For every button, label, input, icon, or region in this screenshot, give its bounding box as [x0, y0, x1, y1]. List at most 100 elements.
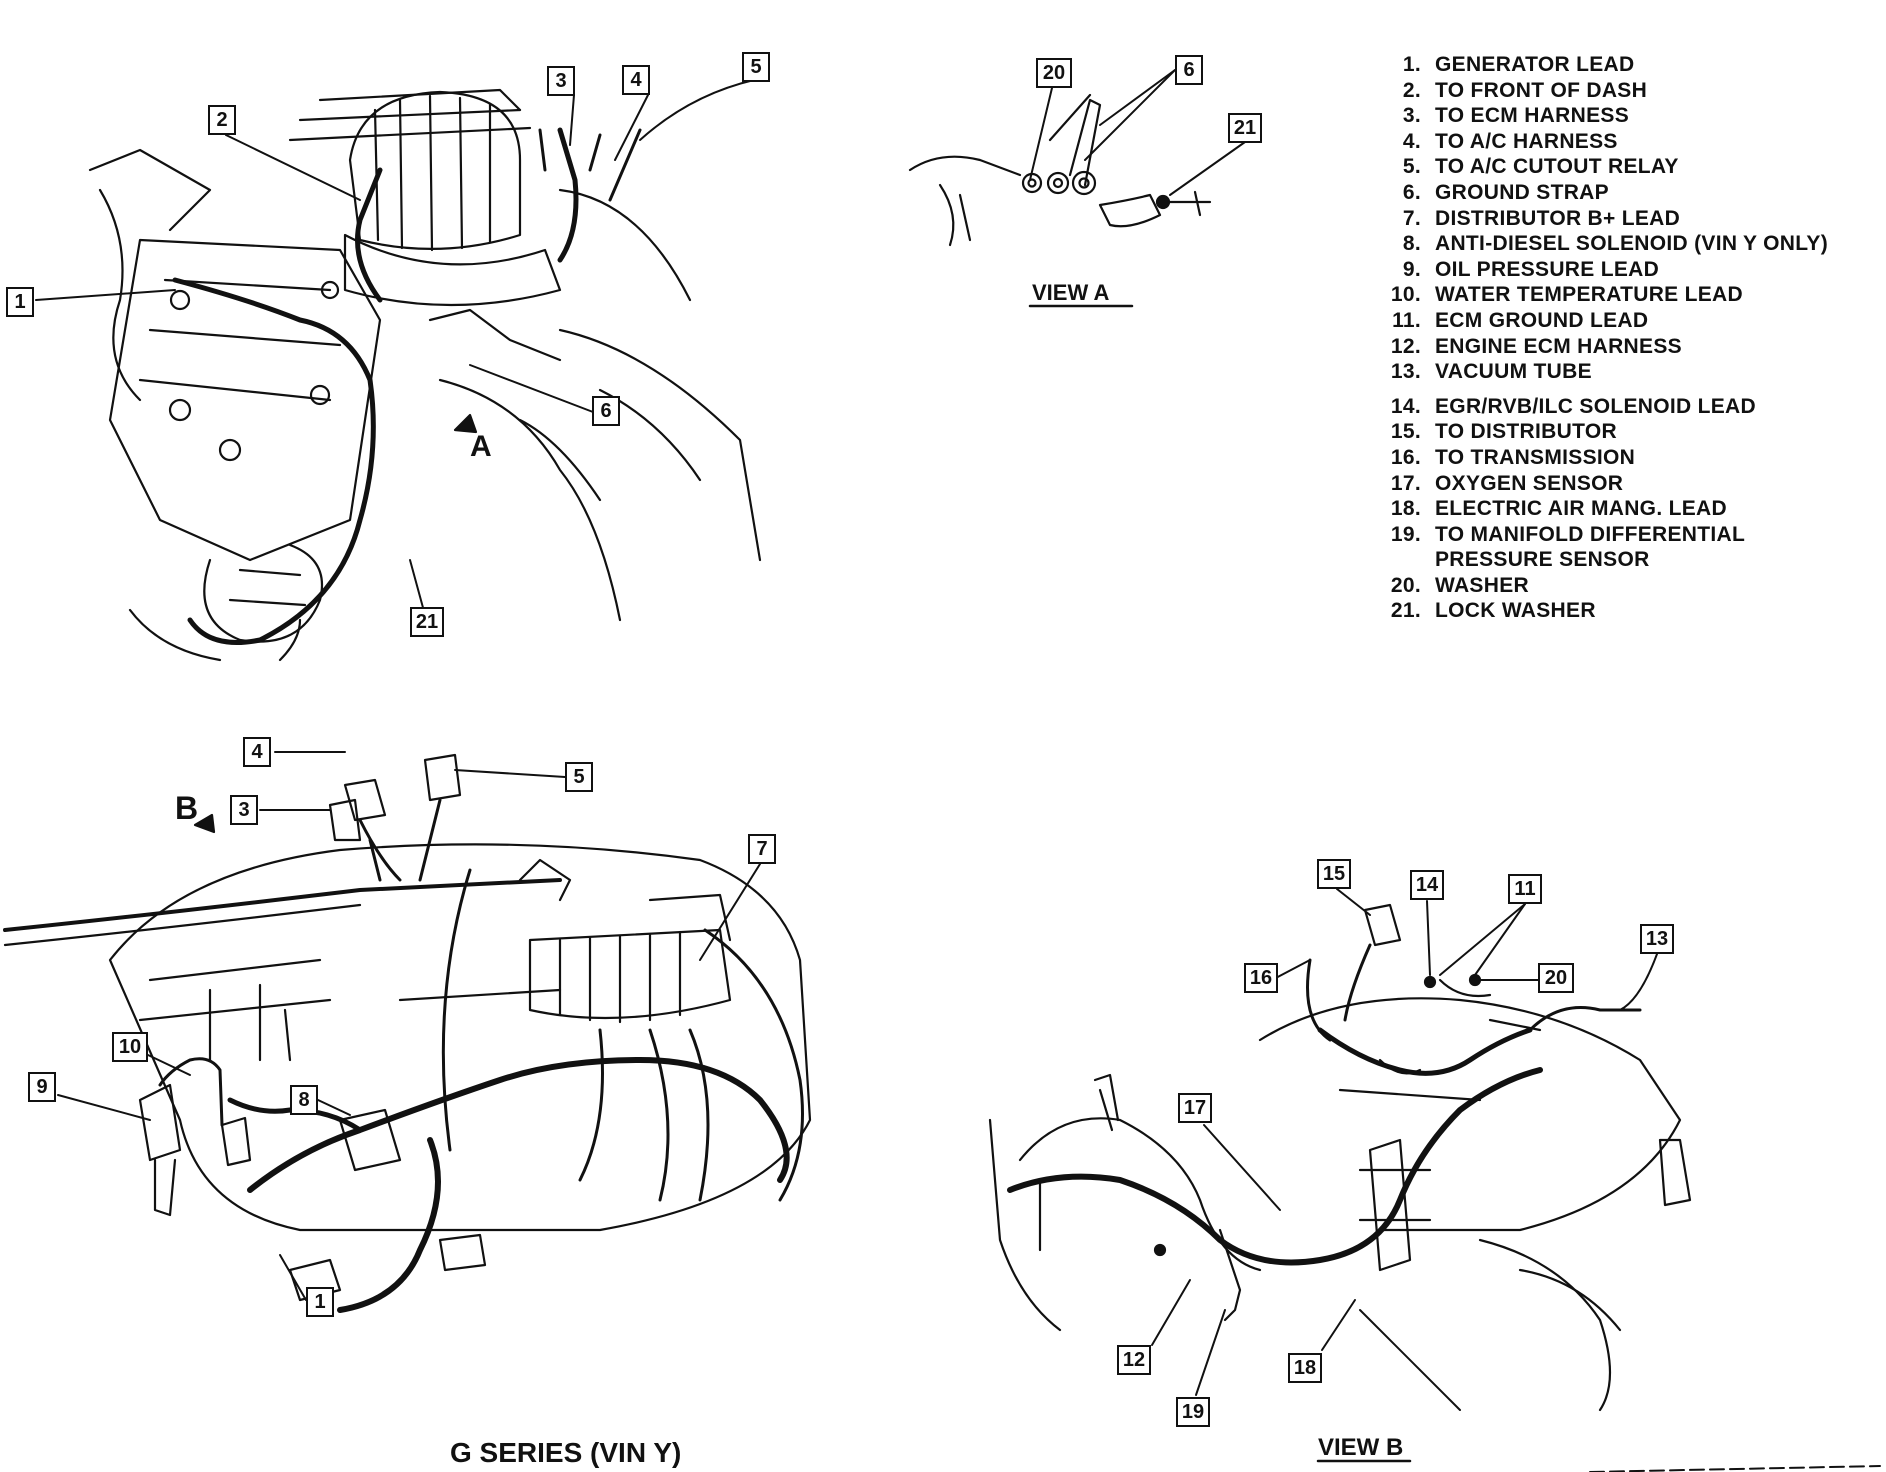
legend-item-label: ELECTRIC AIR MANG. LEAD — [1435, 497, 1727, 521]
callout-21: 21 — [410, 607, 444, 637]
callout-20: 20 — [1036, 58, 1072, 88]
callout-15: 15 — [1317, 859, 1351, 889]
legend-item-number: 18. — [1390, 497, 1421, 521]
legend-item-label: ANTI-DIESEL SOLENOID (VIN Y ONLY) — [1435, 232, 1829, 256]
legend-item-label: TO TRANSMISSION — [1435, 445, 1636, 469]
callout-21: 21 — [1228, 113, 1262, 143]
legend-item: 18. ELECTRIC AIR MANG. LEAD — [1385, 496, 1875, 522]
corner-scan-marks — [1589, 1465, 1881, 1472]
callout-13: 13 — [1640, 924, 1674, 954]
top-engine-drawing — [88, 88, 762, 662]
legend-item: 16. TO TRANSMISSION — [1385, 445, 1875, 471]
legend-item-number: 14. — [1390, 394, 1421, 418]
legend-item: 11. ECM GROUND LEAD — [1385, 308, 1875, 334]
legend-item-label: ECM GROUND LEAD — [1435, 308, 1649, 332]
legend-item-number: 16. — [1390, 445, 1421, 469]
callout-4: 4 — [243, 737, 271, 767]
legend-item-label: DISTRIBUTOR B+ LEAD — [1435, 206, 1681, 230]
legend-item-number: 6. — [1402, 180, 1421, 204]
legend-item-label: WASHER — [1435, 573, 1529, 597]
g-series-caption: G SERIES (VIN Y) — [450, 1437, 682, 1468]
view-a-leaders — [1029, 69, 1246, 196]
legend-item-number: 7. — [1402, 206, 1421, 230]
legend-item-label: LOCK WASHER — [1435, 599, 1596, 623]
legend-item-number: 9. — [1402, 257, 1421, 281]
legend-item-number: 15. — [1390, 420, 1421, 444]
legend-item-label: TO MANIFOLD DIFFERENTIAL — [1435, 522, 1746, 546]
legend-item-label: VACUUM TUBE — [1435, 360, 1592, 384]
callout-6: 6 — [592, 396, 620, 426]
legend-item-continuation: PRESSURE SENSOR — [1435, 548, 1650, 572]
callout-9: 9 — [28, 1072, 56, 1102]
legend-item-label: OXYGEN SENSOR — [1435, 471, 1624, 495]
legend-item: 1.GENERATOR LEAD — [1385, 52, 1875, 78]
legend-item-label: TO DISTRIBUTOR — [1435, 420, 1617, 444]
legend-item-label: ENGINE ECM HARNESS — [1435, 334, 1682, 358]
legend-item-label: OIL PRESSURE LEAD — [1435, 257, 1660, 281]
legend-item-number: 21. — [1390, 599, 1421, 623]
legend-item-number: 11. — [1392, 308, 1421, 332]
callout-6: 6 — [1175, 55, 1203, 85]
legend-item: 13. VACUUM TUBE — [1385, 359, 1875, 385]
legend-gap — [1385, 385, 1875, 394]
legend-item: 15. TO DISTRIBUTOR — [1385, 419, 1875, 445]
legend-item-number: 4. — [1402, 129, 1421, 153]
legend-item: 2. TO FRONT OF DASH — [1385, 78, 1875, 104]
callout-16: 16 — [1244, 963, 1278, 993]
legend-item-number: 10. — [1390, 283, 1421, 307]
legend-item-label: GENERATOR LEAD — [1435, 53, 1635, 76]
arrow-b-label: B — [175, 790, 199, 826]
legend-item: 9. OIL PRESSURE LEAD — [1385, 257, 1875, 283]
legend-item-number: 8. — [1402, 232, 1421, 256]
callout-1: 1 — [306, 1287, 334, 1317]
legend-item-label: EGR/RVB/ILC SOLENOID LEAD — [1435, 394, 1756, 418]
legend-item-label: WATER TEMPERATURE LEAD — [1435, 283, 1743, 307]
legend-item: 12. ENGINE ECM HARNESS — [1385, 334, 1875, 360]
callout-5: 5 — [565, 762, 593, 792]
legend-item-label: TO ECM HARNESS — [1435, 104, 1629, 128]
legend-item: 7. DISTRIBUTOR B+ LEAD — [1385, 206, 1875, 232]
legend-item-label: TO A/C CUTOUT RELAY — [1435, 155, 1679, 179]
callout-19: 19 — [1176, 1397, 1210, 1427]
legend-item-label: GROUND STRAP — [1435, 180, 1609, 204]
legend-item-number: 13. — [1390, 360, 1421, 384]
legend-item: 10. WATER TEMPERATURE LEAD — [1385, 282, 1875, 308]
legend-item: 14. EGR/RVB/ILC SOLENOID LEAD — [1385, 394, 1875, 420]
callout-14: 14 — [1410, 870, 1444, 900]
arrow-a-label: A — [470, 430, 492, 463]
view-a-caption: VIEW A — [1032, 280, 1110, 305]
callout-12: 12 — [1117, 1345, 1151, 1375]
legend-item: 19. TO MANIFOLD DIFFERENTIAL — [1385, 522, 1875, 548]
legend-item-label: TO FRONT OF DASH — [1435, 78, 1648, 102]
callout-1: 1 — [6, 287, 34, 317]
callout-7: 7 — [748, 834, 776, 864]
view-b-drawing — [988, 903, 1692, 1412]
legend-item-number: 17. — [1390, 471, 1421, 495]
legend-item: 3. TO ECM HARNESS — [1385, 103, 1875, 129]
callout-2: 2 — [208, 105, 236, 135]
legend-item: 5. TO A/C CUTOUT RELAY — [1385, 154, 1875, 180]
legend-item: 21. LOCK WASHER — [1385, 598, 1875, 624]
legend-item: 4.TO A/C HARNESS — [1385, 129, 1875, 155]
view-b-caption: VIEW B — [1318, 1434, 1404, 1461]
view-a-drawing — [908, 93, 1212, 247]
legend-item-number: 2. — [1402, 78, 1421, 102]
legend-item-number: 20. — [1390, 573, 1421, 597]
legend-item-number: 12. — [1390, 334, 1421, 358]
legend-item: 6. GROUND STRAP — [1385, 180, 1875, 206]
legend-item-number: 19. — [1390, 522, 1421, 546]
callout-17: 17 — [1178, 1093, 1212, 1123]
callout-18: 18 — [1288, 1353, 1322, 1383]
legend-item: 8. ANTI-DIESEL SOLENOID (VIN Y ONLY) — [1385, 231, 1875, 257]
view-b-leaders — [1151, 888, 1658, 1411]
callout-11: 11 — [1508, 874, 1542, 904]
callout-20: 20 — [1538, 963, 1574, 993]
legend-item-number: 3. — [1402, 104, 1421, 128]
top-engine-leaders — [35, 79, 755, 616]
legend-item-number: 5. — [1402, 155, 1421, 179]
legend-item: 17. OXYGEN SENSOR — [1385, 471, 1875, 497]
bottom-engine-leaders — [57, 751, 761, 1301]
callout-4: 4 — [622, 65, 650, 95]
